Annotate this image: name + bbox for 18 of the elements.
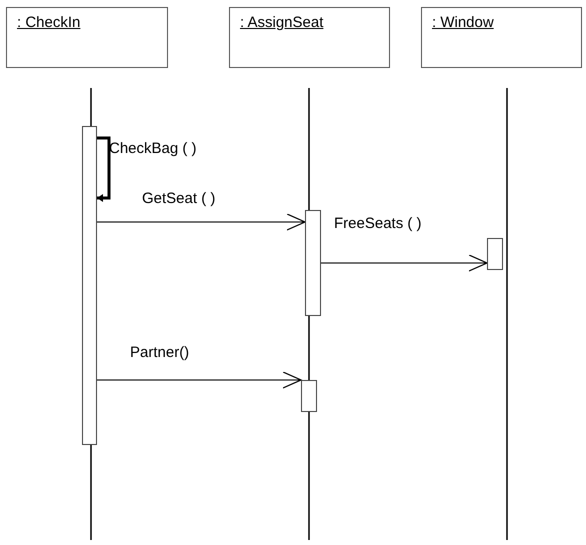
object-name: : CheckIn [17,14,80,31]
object-box [6,7,168,68]
activation-bar [301,380,317,412]
activation-bar [305,210,321,316]
message-label: FreeSeats ( ) [334,215,422,232]
object-name: : AssignSeat [240,14,324,31]
message-label: CheckBag ( ) [109,140,197,157]
self-message-arrow [97,136,110,202]
activation-bar [82,126,97,445]
message-label: GetSeat ( ) [142,190,216,207]
message-label: Partner() [130,344,190,361]
message-arrow [320,254,488,272]
object-box [229,7,390,68]
object-box [421,7,582,68]
message-arrow [96,213,306,231]
message-arrow [96,371,302,389]
object-name: : Window [432,14,494,31]
activation-bar [487,238,503,270]
